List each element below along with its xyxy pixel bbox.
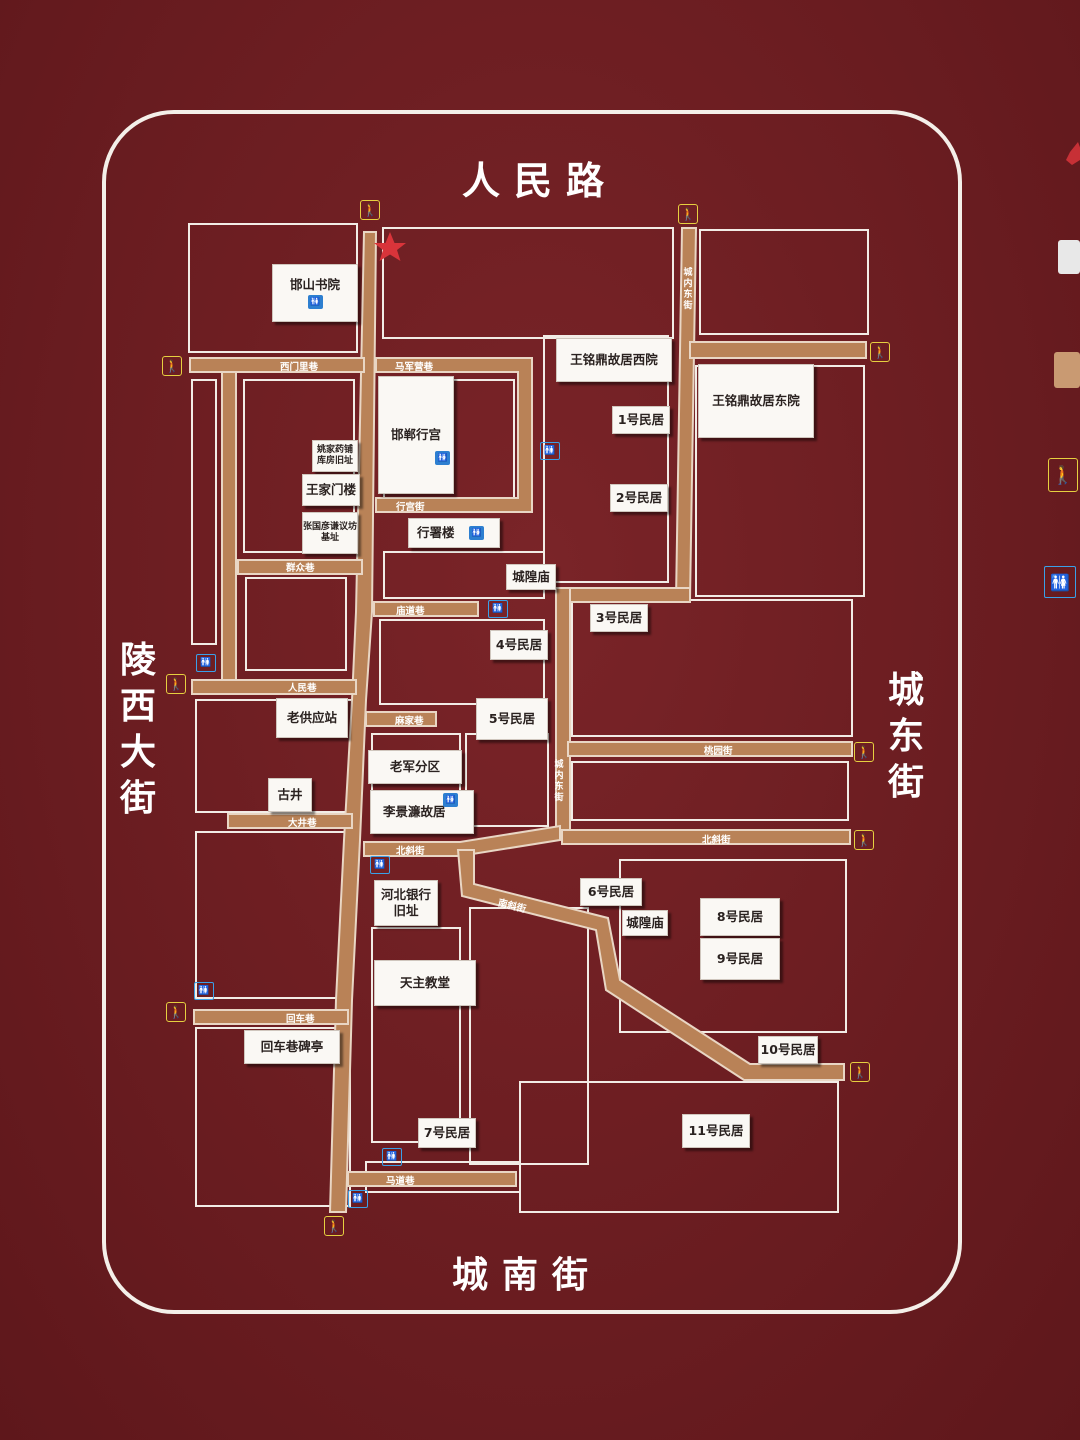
place-ancient-well[interactable]: 古井 (268, 778, 312, 812)
street-majunying: 马军营巷 (395, 362, 434, 373)
place-residence-2[interactable]: 2号民居 (610, 484, 668, 512)
street-chengnei-dong-south: 城内东街 (554, 760, 564, 803)
pedestrian-entrance-icon: 🚶 (870, 342, 890, 362)
street-majia: 麻家巷 (395, 716, 424, 727)
place-handan-palace[interactable]: 邯郸行宫 🚻 (378, 376, 454, 494)
place-wang-mingding-west[interactable]: 王铭鼎故居西院 (556, 338, 672, 382)
south-road-name: 城南街 (452, 1255, 603, 1296)
edge-star-icon (1066, 142, 1080, 165)
north-road-name: 人民路 (462, 159, 619, 203)
place-label: 邯郸行宫 (390, 427, 441, 443)
restroom-icon: 🚻 (348, 1190, 368, 1208)
pedestrian-entrance-icon: 🚶 (324, 1216, 344, 1236)
street-beixie-west: 北斜街 (396, 846, 425, 857)
restroom-icon: 🚻 (194, 982, 214, 1000)
place-residence-6[interactable]: 6号民居 (580, 878, 642, 906)
place-residence-11[interactable]: 11号民居 (682, 1114, 750, 1148)
place-residence-3[interactable]: 3号民居 (590, 604, 648, 632)
place-residence-7[interactable]: 7号民居 (418, 1118, 476, 1148)
street-chengnei-dong-north: 城内东街 (683, 268, 693, 311)
street-beixie-east: 北斜街 (702, 835, 731, 846)
restroom-icon: 🚻 (435, 451, 450, 465)
restroom-icon: 🚻 (382, 1148, 402, 1166)
place-hebei-bank-site[interactable]: 河北银行旧址 (374, 880, 438, 926)
place-label: 邯山书院 (289, 276, 340, 292)
street-renmin: 人民巷 (288, 683, 317, 694)
street-miaodao: 庙道巷 (396, 606, 425, 617)
place-residence-8[interactable]: 8号民居 (700, 898, 780, 936)
place-label: 李景濂故居 (383, 804, 446, 820)
east-road-name: 城东街 (887, 670, 924, 803)
you-are-here-star-icon (374, 232, 406, 261)
place-wangjia-gate[interactable]: 王家门楼 (302, 474, 360, 506)
pedestrian-entrance-icon: 🚶 (850, 1062, 870, 1082)
street-huiche: 回车巷 (286, 1014, 315, 1025)
place-hanshan-academy[interactable]: 邯山书院 🚻 (272, 264, 358, 322)
legend-swatch-building (1058, 240, 1080, 274)
place-chenghuang-temple-1[interactable]: 城隍庙 (506, 564, 556, 590)
place-label: 行署楼 (417, 525, 455, 541)
restroom-icon: 🚻 (370, 856, 390, 874)
pedestrian-entrance-icon: 🚶 (360, 200, 380, 220)
place-li-jinglian-residence[interactable]: 李景濂故居 🚻 (370, 790, 474, 834)
restroom-icon: 🚻 (540, 442, 560, 460)
place-residence-9[interactable]: 9号民居 (700, 938, 780, 980)
place-old-military-district[interactable]: 老军分区 (368, 750, 462, 784)
restroom-icon: 🚻 (488, 600, 508, 618)
roads (189, 227, 867, 1213)
place-residence-4[interactable]: 4号民居 (490, 630, 548, 660)
street-qunzhong: 群众巷 (286, 563, 315, 574)
place-yaojia-pharmacy[interactable]: 姚家药铺库房旧址 (312, 440, 358, 472)
place-residence-10[interactable]: 10号民居 (758, 1036, 818, 1064)
pedestrian-entrance-icon: 🚶 (166, 674, 186, 694)
map-frame (102, 110, 962, 1314)
place-huiche-pavilion[interactable]: 回车巷碑亭 (244, 1030, 340, 1064)
place-catholic-church[interactable]: 天主教堂 (374, 960, 476, 1006)
restroom-icon: 🚻 (307, 295, 323, 310)
pedestrian-entrance-icon: 🚶 (162, 356, 182, 376)
restroom-icon: 🚻 (443, 793, 458, 807)
pedestrian-entrance-icon: 🚶 (166, 1002, 186, 1022)
place-xingshu-building[interactable]: 行署楼 🚻 (408, 518, 500, 548)
legend-swatch-road (1054, 352, 1080, 388)
street-madao: 马道巷 (386, 1176, 415, 1187)
pedestrian-entrance-icon: 🚶 (854, 830, 874, 850)
street-xinggong: 行宫街 (396, 502, 425, 513)
west-road-name: 陵西大街 (119, 640, 156, 819)
pedestrian-entrance-icon: 🚶 (854, 742, 874, 762)
restroom-legend-icon: 🚻 (1044, 566, 1076, 598)
place-wang-mingding-east[interactable]: 王铭鼎故居东院 (698, 364, 814, 438)
place-residence-1[interactable]: 1号民居 (612, 406, 670, 434)
place-chenghuang-temple-2[interactable]: 城隍庙 (622, 910, 668, 936)
street-dajing: 大井巷 (288, 818, 317, 829)
restroom-icon: 🚻 (196, 654, 216, 672)
restroom-icon: 🚻 (469, 526, 484, 540)
place-zhangguoyan-site[interactable]: 张国彦谦议坊基址 (302, 512, 358, 554)
street-taoyuan: 桃园街 (704, 746, 733, 757)
street-ximenli: 西门里巷 (280, 362, 319, 373)
place-residence-5[interactable]: 5号民居 (476, 698, 548, 740)
pedestrian-legend-icon: 🚶 (1048, 458, 1078, 492)
pedestrian-entrance-icon: 🚶 (678, 204, 698, 224)
place-old-supply-station[interactable]: 老供应站 (276, 698, 348, 738)
